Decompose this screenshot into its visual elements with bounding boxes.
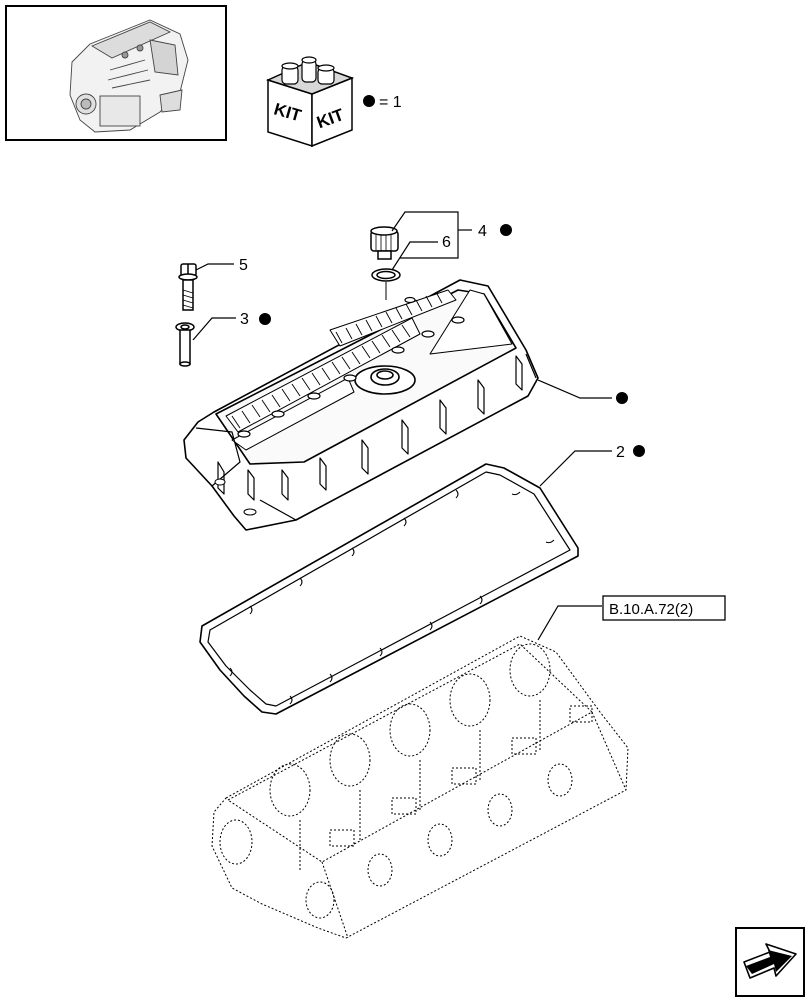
leader-item-3: [192, 317, 236, 341]
reference-box[interactable]: [602, 595, 726, 621]
filler-cap-part: [370, 226, 399, 260]
kit-legend-dot: [363, 95, 375, 107]
callout-label-6: 6: [442, 234, 451, 251]
engine-thumbnail-icon: [69, 19, 189, 133]
leader-item-2: [539, 450, 612, 487]
leader-item-6: [391, 241, 438, 271]
next-page-arrow-icon[interactable]: [735, 927, 805, 997]
kit-marker-item-cover: [616, 392, 628, 404]
kit-box-icon: [265, 56, 355, 148]
engine-thumbnail: [5, 5, 227, 141]
kit-marker-item-2: [633, 445, 645, 457]
callout-label-4: 4: [478, 223, 487, 240]
reference-label: B.10.A.72(2): [609, 601, 693, 618]
callout-label-2: 2: [616, 444, 625, 461]
bolt-part: [178, 263, 198, 311]
kit-legend-equals: = 1: [379, 94, 402, 111]
sleeve-part: [175, 322, 195, 367]
seal-ring-part: [371, 268, 401, 282]
leader-item-cover: [537, 379, 612, 399]
leader-reference: [537, 605, 602, 641]
leader-item-5: [195, 263, 234, 271]
gasket-part: [199, 463, 579, 715]
leader-item-4: [391, 211, 459, 259]
callout-label-5: 5: [239, 257, 248, 274]
valve-cover-part: [183, 279, 539, 531]
kit-marker-item-4: [500, 224, 512, 236]
kit-marker-item-3: [259, 313, 271, 325]
cylinder-head-reference: [211, 635, 629, 939]
callout-label-3: 3: [240, 311, 249, 328]
